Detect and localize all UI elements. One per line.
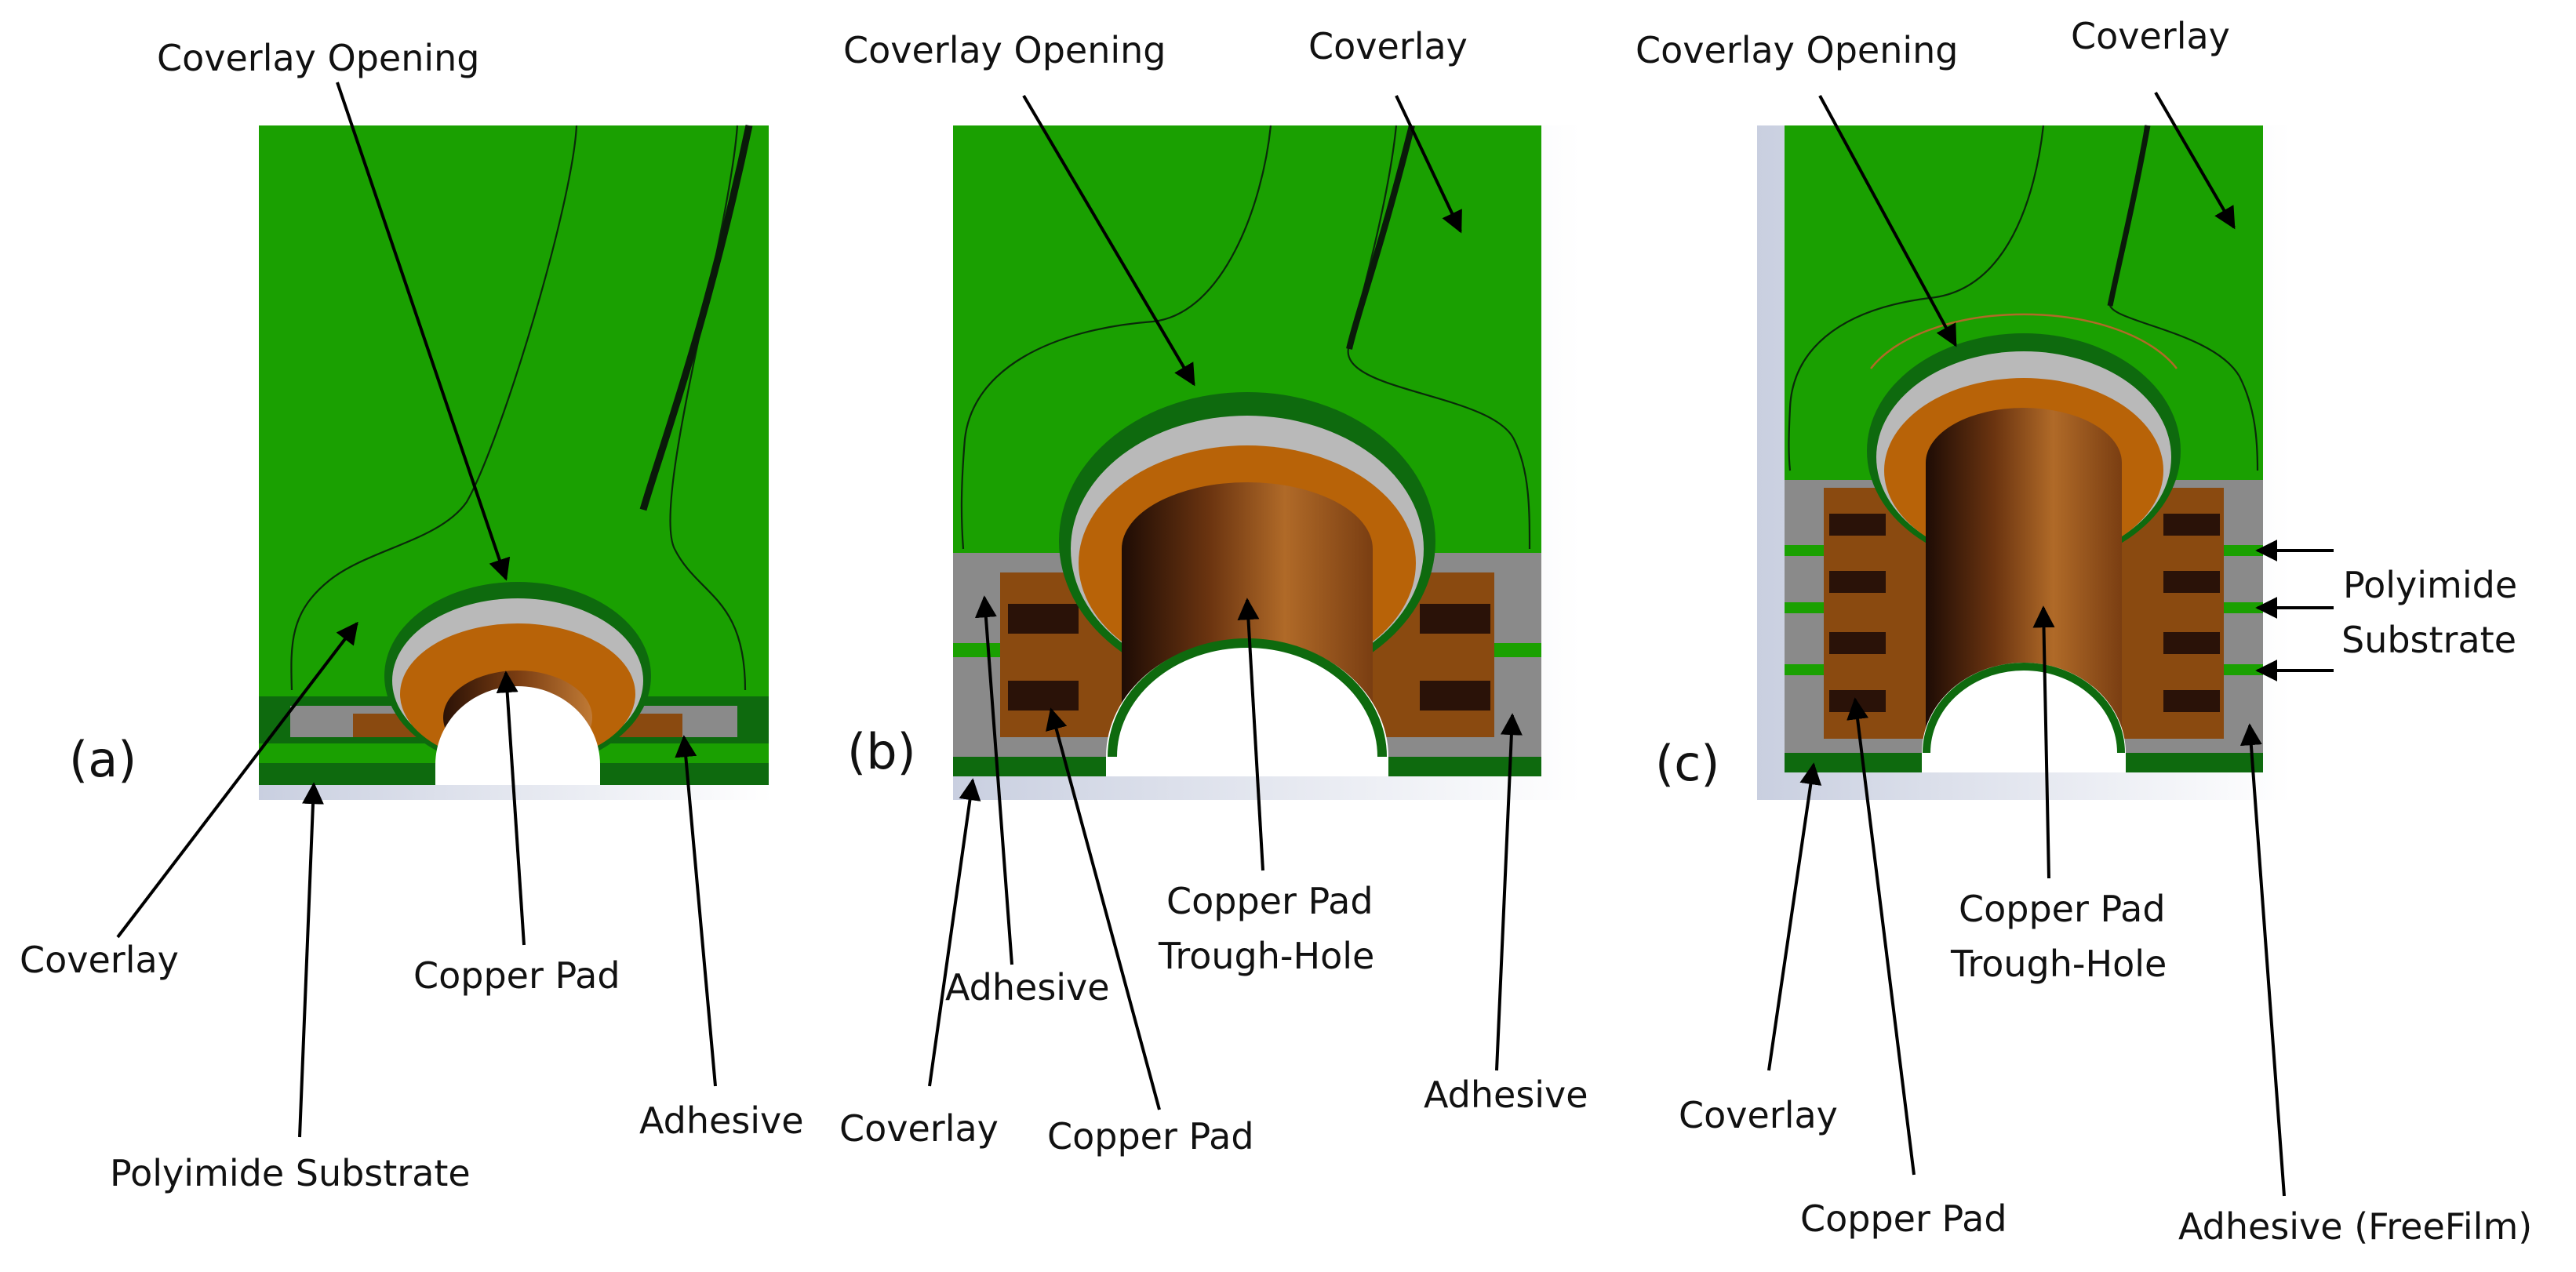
panel-c-copper-left-slot2 bbox=[1829, 571, 1886, 593]
panel-b-copper-left-slot1 bbox=[1008, 604, 1079, 634]
arrow-a-adhesive bbox=[675, 735, 717, 1087]
arrow-c-copper-pad bbox=[1846, 697, 1916, 1176]
panel-c-trace-edge bbox=[2107, 125, 2151, 307]
panel-a-trace-edge bbox=[639, 125, 753, 511]
panel-c-hole-cutout bbox=[1922, 663, 2126, 772]
label-c-coverlay-bottom: Coverlay bbox=[1679, 1094, 1838, 1136]
panel-b-copper-left-slot2 bbox=[1008, 681, 1079, 711]
arrow-b-coverlay-top bbox=[1395, 95, 1462, 234]
label-b-through-hole-line2: Trough-Hole bbox=[1158, 935, 1374, 977]
panel-c-hole-rim bbox=[1923, 663, 2125, 754]
panel-c-opening-ring bbox=[1870, 313, 2178, 369]
panel-c bbox=[1757, 125, 2290, 800]
panel-b-opening-outline bbox=[960, 125, 1272, 550]
label-b-coverlay-opening: Coverlay Opening bbox=[843, 29, 1166, 71]
arrow-b-coverlay-opening bbox=[1022, 94, 1195, 387]
arrow-a-coverlay-opening bbox=[336, 82, 511, 581]
panel-a-hole-cutout bbox=[435, 686, 600, 785]
label-c-polyimide-line1: Polyimide bbox=[2343, 564, 2517, 606]
panel-b-tag: (b) bbox=[847, 723, 916, 780]
arrow-c-adhesive bbox=[2239, 723, 2286, 1197]
label-c-coverlay-opening: Coverlay Opening bbox=[1635, 29, 1959, 71]
arrow-b-coverlay-bottom bbox=[928, 778, 981, 1087]
panel-b-trace-outline bbox=[1347, 125, 1531, 550]
arrow-a-polyimide bbox=[298, 782, 324, 1138]
panel-a-tag: (a) bbox=[69, 731, 136, 788]
arrow-b-adhesive-right bbox=[1495, 713, 1523, 1071]
panel-c-opening-outline bbox=[1788, 125, 2045, 471]
panel-c-copper-left-slot3 bbox=[1829, 632, 1886, 654]
label-a-polyimide-substrate: Polyimide Substrate bbox=[110, 1152, 471, 1194]
label-b-adhesive-left: Adhesive bbox=[945, 966, 1110, 1009]
panel-a bbox=[259, 125, 773, 800]
arrow-c-coverlay-opening bbox=[1818, 95, 1957, 347]
label-b-copper-pad: Copper Pad bbox=[1047, 1115, 1254, 1158]
label-a-copper-pad: Copper Pad bbox=[413, 954, 620, 997]
panel-b-copper-right-slot1 bbox=[1420, 604, 1490, 634]
label-c-adhesive-freefilm: Adhesive (FreeFilm) bbox=[2178, 1205, 2532, 1248]
panel-b-copper-right-slot2 bbox=[1420, 681, 1490, 711]
panel-c-copper-left-slot1 bbox=[1829, 514, 1886, 536]
label-c-through-hole-line2: Trough-Hole bbox=[1950, 943, 2167, 985]
label-c-through-hole-line1: Copper Pad bbox=[1959, 888, 2166, 930]
arrow-a-copper-pad bbox=[496, 671, 526, 946]
panel-a-opening-outline bbox=[290, 125, 578, 691]
panel-c-through-hole-barrel bbox=[1926, 408, 2122, 737]
panel-b-hole-cutout bbox=[1106, 639, 1388, 776]
label-c-copper-pad: Copper Pad bbox=[1800, 1197, 2007, 1240]
label-b-coverlay-bottom: Coverlay bbox=[839, 1107, 999, 1150]
label-c-coverlay-top: Coverlay bbox=[2071, 15, 2230, 57]
arrow-b-through-hole bbox=[1237, 598, 1264, 871]
arrow-c-coverlay-bottom bbox=[1767, 762, 1822, 1071]
label-b-adhesive-right: Adhesive bbox=[1424, 1074, 1588, 1116]
arrow-a-coverlay bbox=[116, 621, 358, 939]
label-a-coverlay: Coverlay bbox=[20, 939, 179, 981]
label-c-polyimide-line2: Substrate bbox=[2341, 619, 2516, 661]
panel-c-copper-right-slot3 bbox=[2163, 632, 2220, 654]
panel-b-hole-rim bbox=[1108, 638, 1387, 758]
panel-c-copper-right-slot1 bbox=[2163, 514, 2220, 536]
arrow-c-through-hole bbox=[2032, 605, 2055, 879]
panel-c-copper-right-slot4 bbox=[2163, 690, 2220, 712]
label-a-adhesive: Adhesive bbox=[639, 1099, 804, 1142]
label-b-coverlay-top: Coverlay bbox=[1308, 25, 1468, 67]
panel-b-trace-edge bbox=[1346, 125, 1415, 350]
panel-b bbox=[953, 125, 1581, 800]
labels: Coverlay Opening Coverlay Copper Pad Adh… bbox=[20, 15, 2532, 1248]
arrows bbox=[116, 82, 2334, 1197]
label-b-through-hole-line1: Copper Pad bbox=[1166, 880, 1374, 922]
panel-c-tag: (c) bbox=[1655, 735, 1719, 792]
panel-c-copper-right-slot2 bbox=[2163, 571, 2220, 593]
arrow-b-adhesive-left bbox=[974, 595, 1013, 965]
label-a-coverlay-opening: Coverlay Opening bbox=[157, 37, 480, 79]
arrow-c-coverlay-top bbox=[2154, 91, 2236, 230]
arrow-b-copper-pad bbox=[1046, 707, 1161, 1110]
